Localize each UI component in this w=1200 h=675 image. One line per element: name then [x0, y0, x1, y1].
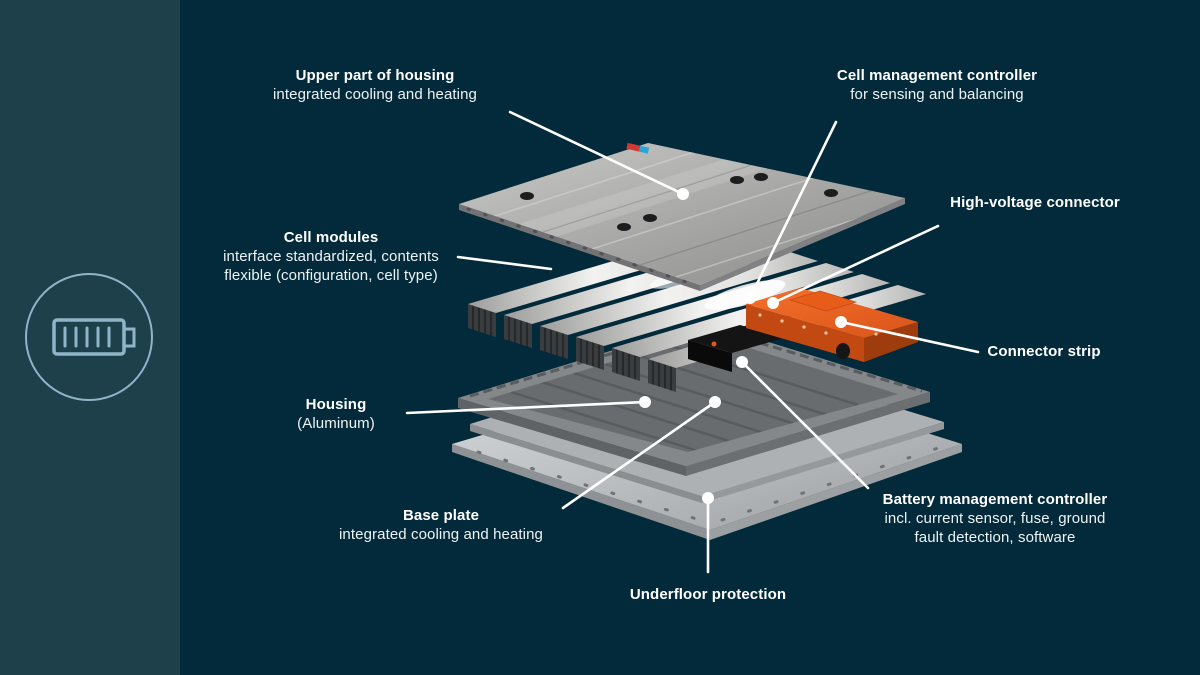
- bmc-unit: [688, 325, 784, 372]
- label-title: Underfloor protection: [629, 586, 787, 603]
- label-underfloor-protection: Underfloor protection: [588, 585, 828, 604]
- label-subtitle: (Aluminum): [297, 415, 375, 432]
- leader-cell-management: [748, 120, 838, 300]
- label-title: Base plate: [402, 507, 480, 524]
- label-title: Housing: [305, 396, 367, 413]
- cover-clamps: [520, 173, 838, 231]
- label-subtitle: incl. current sensor, fuse, ground fault…: [884, 510, 1106, 546]
- leader-base-plate: [561, 400, 717, 510]
- label-housing: Housing (Aluminum): [246, 395, 426, 433]
- label-subtitle: interface standardized, contents flexibl…: [223, 248, 439, 284]
- label-title: Cell management controller: [836, 67, 1038, 84]
- label-upper-part-of-housing: Upper part of housing integrated cooling…: [235, 66, 515, 104]
- leader-dots: [639, 188, 847, 504]
- battery-icon: [25, 273, 153, 401]
- label-cell-modules: Cell modules interface standardized, con…: [211, 228, 451, 285]
- label-title: Cell modules: [283, 229, 379, 246]
- label-subtitle: for sensing and balancing: [850, 86, 1024, 103]
- leader-upper-housing: [508, 110, 685, 196]
- base-plate-layer: [470, 350, 944, 503]
- leader-housing: [405, 400, 647, 415]
- label-title: Connector strip: [987, 343, 1101, 360]
- label-subtitle: integrated cooling and heating: [339, 526, 543, 543]
- label-title: Upper part of housing: [295, 67, 455, 84]
- label-subtitle: integrated cooling and heating: [273, 86, 477, 103]
- sidebar: [0, 0, 180, 675]
- leader-bmc: [740, 360, 870, 490]
- leader-cell-modules: [456, 255, 553, 271]
- label-title: Battery management controller: [882, 491, 1108, 508]
- label-connector-strip: Connector strip: [924, 342, 1164, 361]
- label-cell-management-controller: Cell management controller for sensing a…: [797, 66, 1077, 104]
- orange-controller-unit: [746, 288, 918, 362]
- label-title: High-voltage connector: [950, 194, 1120, 211]
- label-base-plate: Base plate integrated cooling and heatin…: [321, 506, 561, 544]
- leader-high-voltage: [771, 224, 940, 305]
- housing-layer: [458, 322, 930, 476]
- module-glints: [649, 255, 825, 319]
- label-battery-management-controller: Battery management controller incl. curr…: [870, 490, 1120, 547]
- label-high-voltage-connector: High-voltage connector: [915, 193, 1155, 212]
- cover-logo-sticker: [626, 142, 650, 154]
- cell-modules-group: [468, 230, 926, 392]
